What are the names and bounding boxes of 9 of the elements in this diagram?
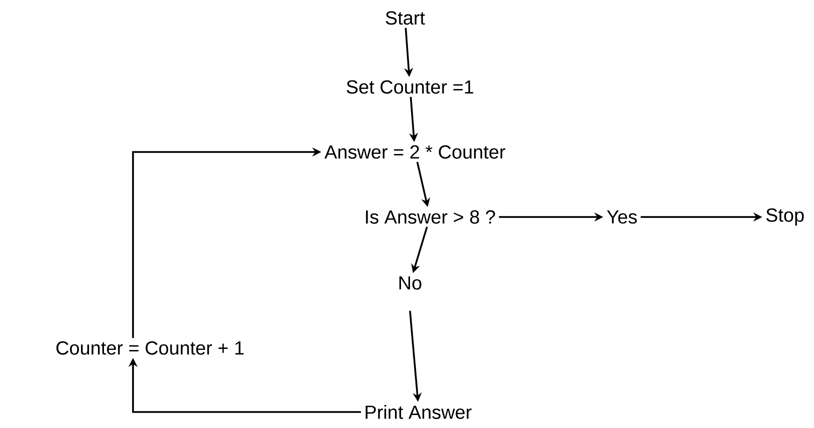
flow-step-text: No <box>399 276 422 290</box>
flow-step-text: Stop <box>766 208 804 226</box>
flow-step-text: Set Counter =1 <box>346 80 474 94</box>
flow-step-text: Is Answer > 8 ? <box>366 210 496 224</box>
flow-step-text: Counter = Counter + 1 <box>56 341 244 355</box>
flow-step-text: Answer = 2 * Counter <box>324 145 506 159</box>
flow-step-text: Start <box>386 11 425 25</box>
flow-step-text: Yes <box>606 210 637 224</box>
flow-step-text: Print Answer <box>366 405 472 419</box>
